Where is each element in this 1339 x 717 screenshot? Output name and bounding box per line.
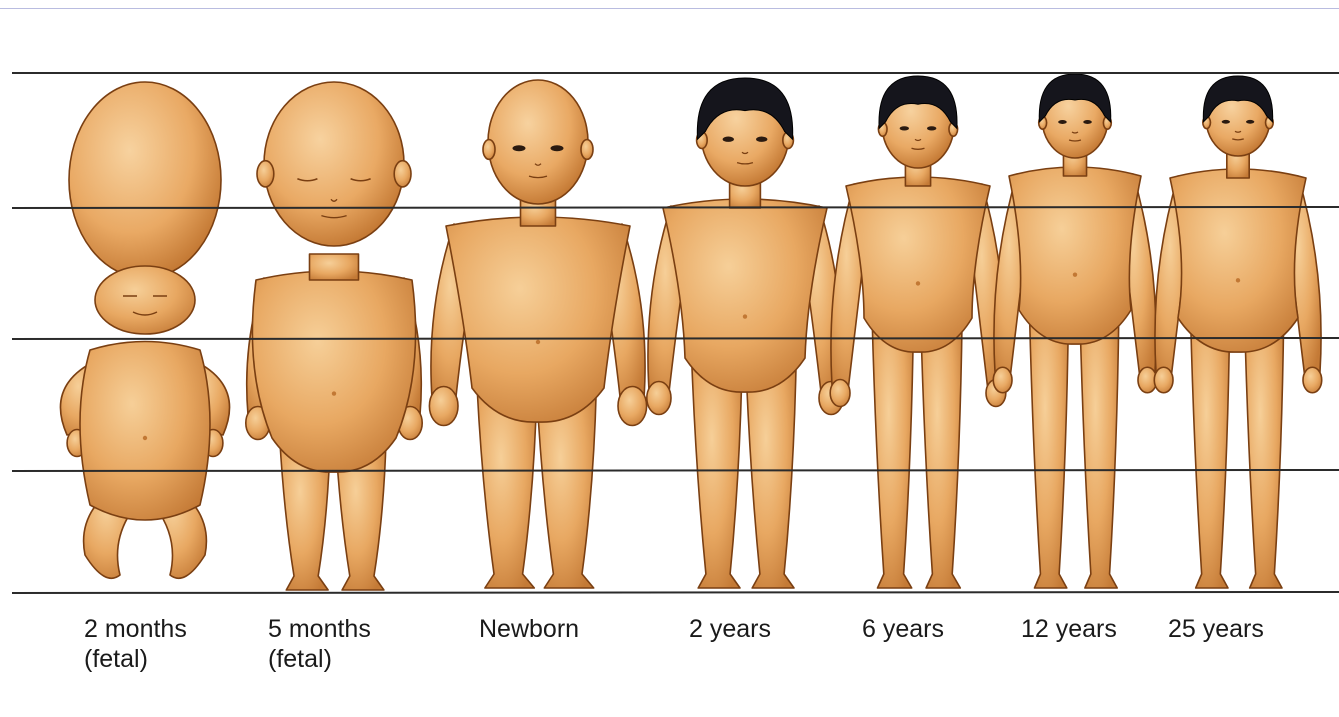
- face: [95, 266, 195, 334]
- label-5-months: 5 months (fetal): [268, 614, 371, 674]
- torso: [1009, 167, 1141, 344]
- torso: [663, 199, 827, 392]
- eye: [927, 126, 936, 130]
- hand: [1303, 367, 1322, 393]
- eye: [1058, 120, 1067, 124]
- head: [69, 82, 221, 278]
- leg: [1191, 318, 1230, 588]
- ear: [581, 140, 593, 160]
- ear: [394, 161, 411, 187]
- neck: [310, 254, 359, 280]
- torso: [446, 217, 630, 422]
- label-12-years: 12 years: [1021, 614, 1117, 644]
- leg: [921, 318, 962, 588]
- navel: [536, 340, 540, 344]
- head: [488, 80, 588, 204]
- ear: [483, 140, 495, 160]
- label-2-months: 2 months (fetal): [84, 614, 187, 674]
- figures-row: [60, 74, 1321, 590]
- hand: [618, 387, 647, 426]
- eye: [756, 137, 767, 142]
- head: [264, 82, 404, 246]
- torso: [846, 177, 990, 352]
- label-newborn: Newborn: [479, 614, 579, 644]
- hand: [993, 367, 1012, 393]
- label-25-years: 25 years: [1168, 614, 1264, 644]
- navel: [1236, 278, 1240, 282]
- hand: [647, 382, 671, 415]
- guide-line-three-quarter: [12, 470, 1339, 471]
- torso: [1170, 169, 1306, 352]
- eye: [513, 145, 526, 151]
- hand: [429, 387, 458, 426]
- navel: [1073, 272, 1077, 276]
- adult-25-years-icon: [1154, 76, 1321, 588]
- guide-line-quarter: [12, 207, 1339, 208]
- fetus-5-months-icon: [246, 82, 422, 590]
- label-6-years: 6 years: [862, 614, 944, 644]
- eye: [551, 145, 564, 151]
- guide-line-bottom: [12, 592, 1339, 593]
- hand: [830, 380, 850, 407]
- eye: [900, 126, 909, 130]
- child-6-years-icon: [830, 76, 1006, 588]
- eye: [1222, 120, 1230, 124]
- hand: [1154, 367, 1173, 393]
- eye: [1246, 120, 1254, 124]
- torso: [252, 271, 415, 472]
- navel: [916, 281, 920, 285]
- eye: [1083, 120, 1092, 124]
- fetus-2-months-icon: [60, 82, 229, 578]
- leg: [1245, 318, 1284, 588]
- child-2-years-icon: [647, 78, 843, 588]
- label-2-years: 2 years: [689, 614, 771, 644]
- leg: [872, 318, 913, 588]
- guide-line-half: [12, 338, 1339, 339]
- navel: [743, 314, 747, 318]
- ear: [257, 161, 274, 187]
- leg: [1029, 310, 1068, 588]
- youth-12-years-icon: [993, 74, 1156, 588]
- eye: [723, 137, 734, 142]
- navel: [143, 436, 147, 440]
- newborn-icon: [429, 80, 646, 588]
- leg: [1080, 310, 1119, 588]
- navel: [332, 391, 336, 395]
- torso: [80, 342, 210, 521]
